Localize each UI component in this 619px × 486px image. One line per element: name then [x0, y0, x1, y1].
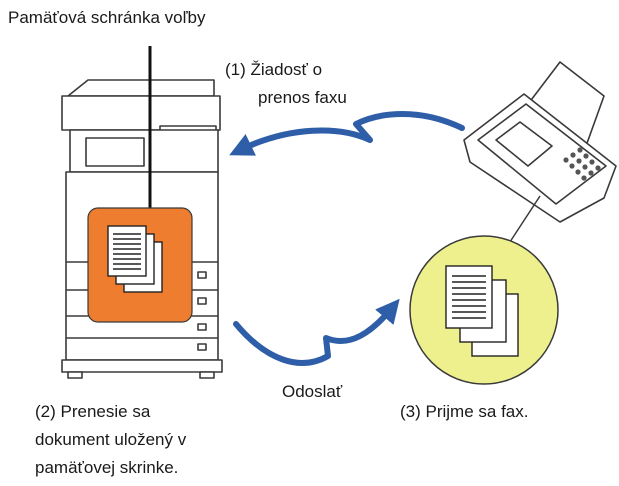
step-2-label-line-2: dokument uložený v [35, 430, 187, 449]
send-label: Odoslať [282, 382, 343, 401]
step-3-label: (3) Prijme sa fax. [400, 402, 529, 421]
fax-machine-icon [463, 61, 617, 223]
step-1-label-line-1: (1) Žiadosť o [225, 60, 323, 79]
step-2-label-line-3: pamäťovej skrinke. [35, 458, 179, 477]
memory-box-title: Pamäťová schránka voľby [8, 8, 206, 27]
memory-box [87, 207, 193, 323]
request-arrow [229, 111, 465, 156]
step-2-label-line-1: (2) Prenesie sa [35, 402, 151, 421]
received-fax-circle [409, 235, 559, 385]
received-document-icon [445, 265, 519, 357]
stored-document-icon [107, 225, 163, 293]
send-arrow [233, 298, 400, 366]
step-1-label-line-2: prenos faxu [258, 88, 347, 107]
fax-pointer-line [505, 195, 541, 249]
